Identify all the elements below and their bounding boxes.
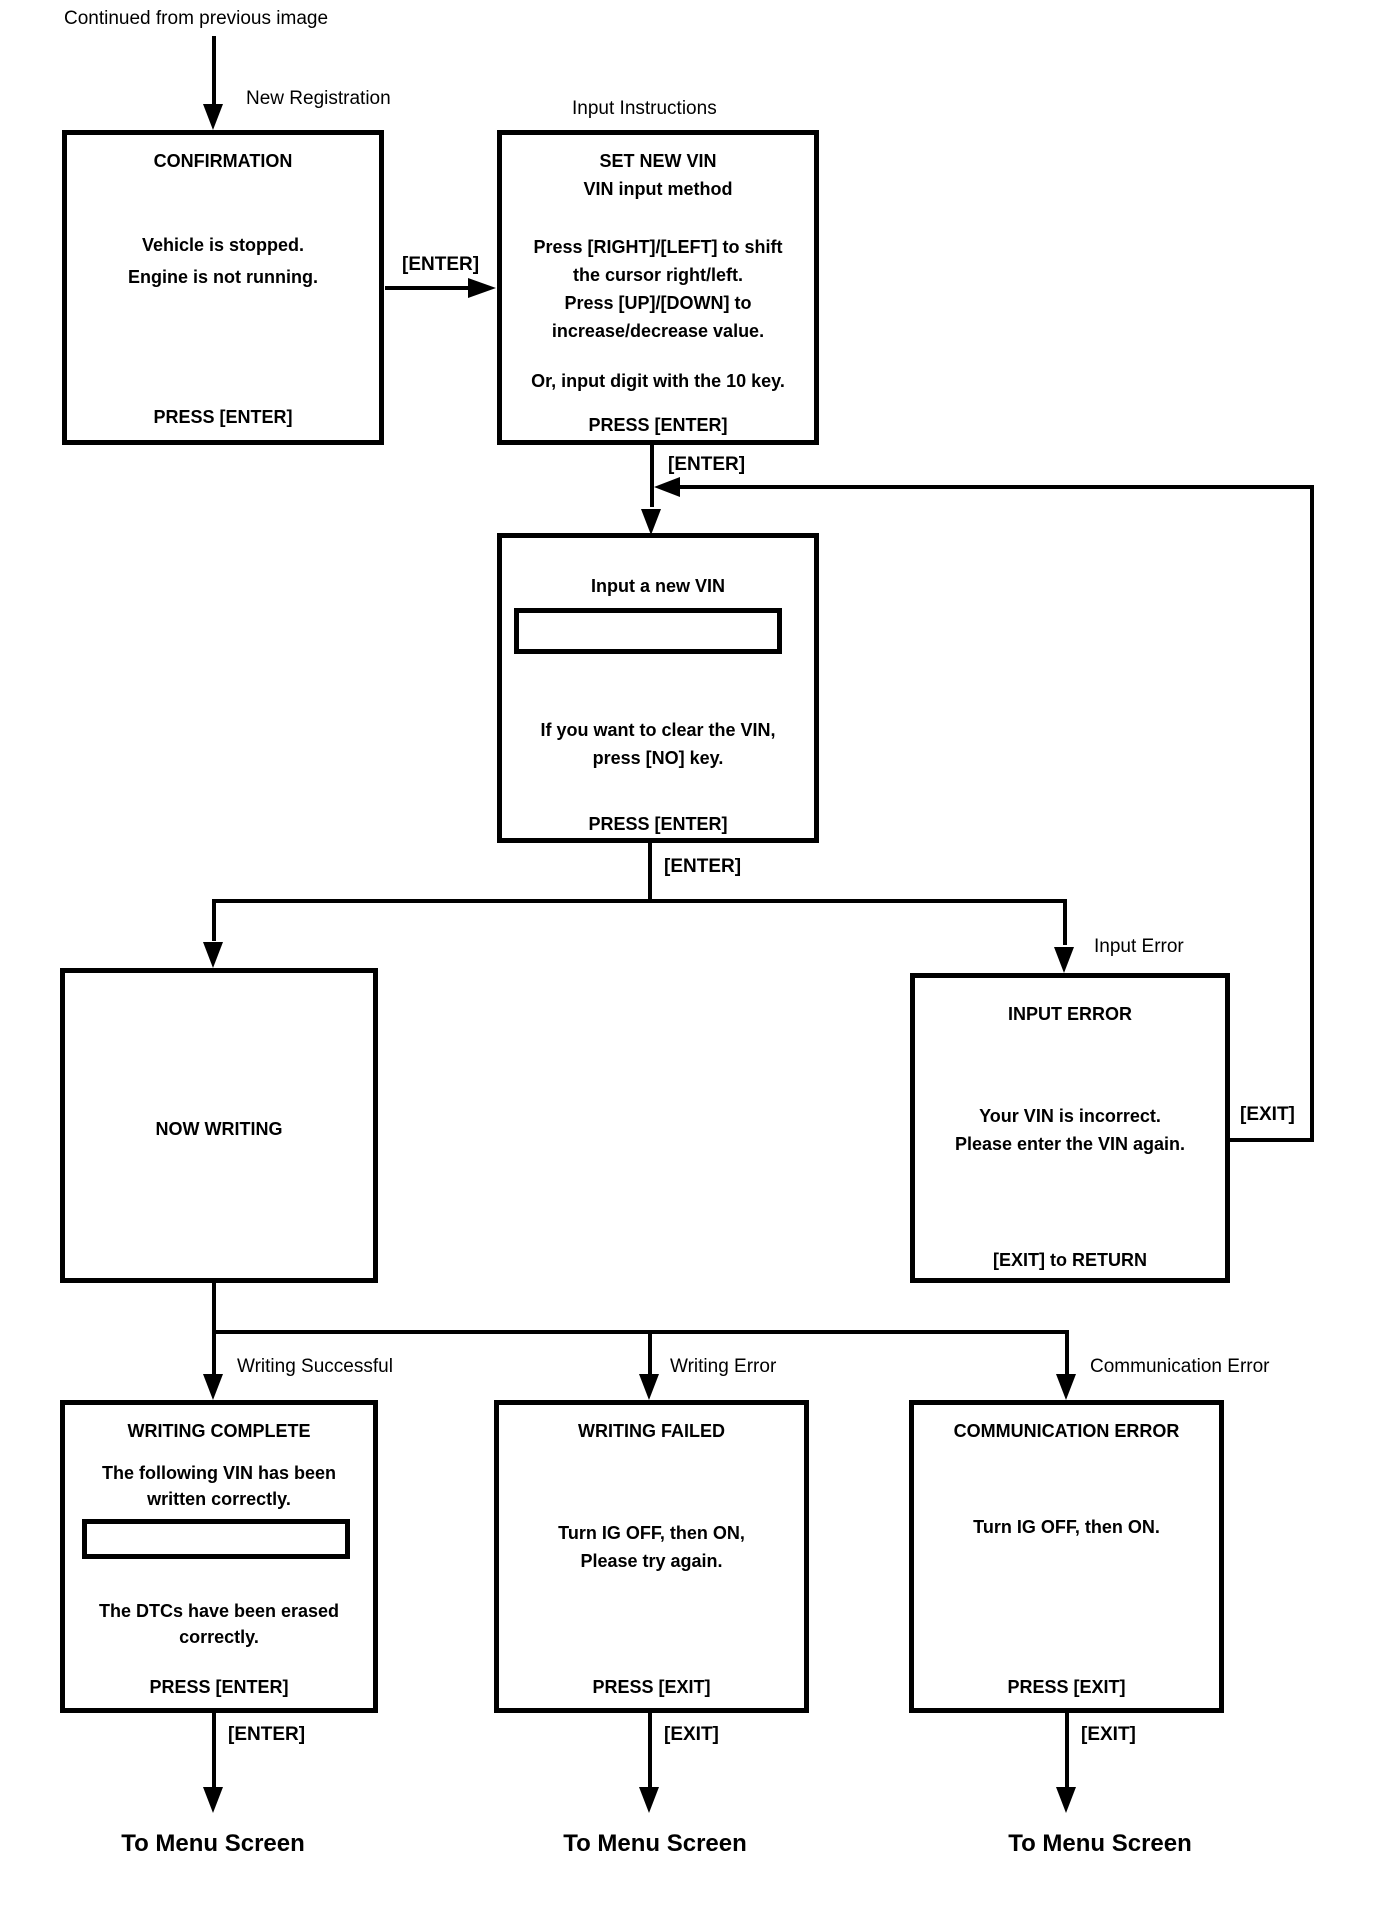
node-communication-error-title: COMMUNICATION ERROR [953,1421,1180,1441]
connector-loop-vertical [1310,485,1314,1142]
node-writing-failed-line: Please try again. [580,1551,723,1571]
connector-instructions-down [650,445,654,507]
node-set-new-vin-line: the cursor right/left. [572,265,743,285]
node-input-vin-title: Input a new VIN [590,576,725,596]
node-input-vin-footer: PRESS [ENTER] [588,814,728,834]
connector-failed-exit [648,1713,652,1789]
node-writing-failed-footer: PRESS [EXIT] [592,1677,711,1697]
connector-loop-top [678,485,1313,489]
node-writing-complete-line: The following VIN has been [101,1463,337,1483]
edge-label-enter-instructions: [ENTER] [668,454,746,475]
node-writing-complete-line: correctly. [179,1627,259,1647]
arrowhead-down-icon [641,509,661,535]
node-writing-complete-line: written correctly. [147,1489,291,1509]
exit-label-menu-2: To Menu Screen [563,1830,747,1857]
node-writing-failed-title: WRITING FAILED [578,1421,725,1441]
node-confirmation-footer: PRESS [ENTER] [153,407,293,427]
connector-to-complete [212,1330,216,1374]
connector-to-input-error [1063,899,1067,945]
connector-to-failed [648,1330,652,1374]
arrowhead-down-icon [1056,1374,1076,1400]
node-confirmation-title: CONFIRMATION [153,151,293,171]
node-input-error: INPUT ERROR Your VIN is incorrect. Pleas… [910,973,1230,1283]
node-set-new-vin-footer: PRESS [ENTER] [588,415,728,435]
node-writing-complete-line: The DTCs have been erased [98,1601,340,1621]
connector-entry [212,36,216,106]
node-writing-complete-title: WRITING COMPLETE [127,1421,311,1441]
node-writing-complete-footer: PRESS [ENTER] [149,1677,289,1697]
edge-label-enter-complete: [ENTER] [228,1724,306,1745]
edge-label-enter-confirm: [ENTER] [402,254,480,275]
node-input-error-title: INPUT ERROR [1007,1004,1132,1024]
arrowhead-entry-icon [203,104,223,130]
tag-writing-successful: Writing Successful [237,1356,393,1377]
connector-inputvin-down [648,843,652,901]
arrowhead-down-icon [1054,947,1074,973]
arrowhead-down-icon [203,942,223,968]
tag-input-error: Input Error [1094,936,1184,957]
tag-input-instructions: Input Instructions [572,98,717,119]
arrowhead-left-icon [654,477,680,497]
node-communication-error-line: Turn IG OFF, then ON. [973,1517,1160,1537]
node-confirmation-line: Engine is not running. [128,267,318,287]
vin-display-field [82,1519,350,1559]
node-set-new-vin-line: increase/decrease value. [551,321,765,341]
edge-label-exit-failed: [EXIT] [664,1724,719,1745]
arrowhead-down-icon [1056,1787,1076,1813]
arrowhead-down-icon [639,1374,659,1400]
node-confirmation-line: Vehicle is stopped. [141,235,305,255]
exit-label-menu-1: To Menu Screen [121,1830,305,1857]
node-now-writing: NOW WRITING [60,968,378,1283]
node-set-new-vin-line: Or, input digit with the 10 key. [531,371,785,391]
connector-loop-bottom [1230,1138,1314,1142]
exit-label-menu-3: To Menu Screen [1008,1830,1192,1857]
arrowhead-down-icon [639,1787,659,1813]
connector-branch-2 [212,1330,1069,1334]
tag-communication-error: Communication Error [1090,1356,1270,1377]
node-communication-error: COMMUNICATION ERROR Turn IG OFF, then ON… [909,1400,1224,1713]
vin-input-field [514,608,782,654]
edge-label-exit-loop: [EXIT] [1240,1104,1295,1125]
arrowhead-down-icon [203,1787,223,1813]
node-set-new-vin-subtitle: VIN input method [583,179,733,199]
node-writing-complete: WRITING COMPLETE The following VIN has b… [60,1400,378,1713]
node-set-new-vin-title: SET NEW VIN [599,151,717,171]
arrowhead-right-icon [468,278,496,298]
tag-writing-error: Writing Error [670,1356,777,1377]
edge-label-enter-input-vin: [ENTER] [664,856,742,877]
continued-from-label: Continued from previous image [64,8,329,29]
node-writing-failed-line: Turn IG OFF, then ON, [558,1523,745,1543]
node-writing-failed: WRITING FAILED Turn IG OFF, then ON, Ple… [494,1400,809,1713]
connector-to-comm-error [1065,1330,1069,1374]
tag-new-registration: New Registration [246,88,391,109]
node-input-vin-line: If you want to clear the VIN, [540,720,776,740]
connector-branch-1 [212,899,1067,903]
node-input-vin: Input a new VIN If you want to clear the… [497,533,819,843]
connector-confirm-to-instructions [385,286,470,290]
node-set-new-vin-line: Press [UP]/[DOWN] to [564,293,752,313]
node-now-writing-title: NOW WRITING [155,1119,283,1139]
node-communication-error-footer: PRESS [EXIT] [1007,1677,1126,1697]
node-confirmation: CONFIRMATION Vehicle is stopped. Engine … [62,130,384,445]
node-set-new-vin-line: Press [RIGHT]/[LEFT] to shift [533,237,783,257]
arrowhead-down-icon [203,1374,223,1400]
connector-nowwriting-down [212,1283,216,1332]
connector-complete-exit [212,1713,216,1789]
node-input-error-line: Please enter the VIN again. [954,1134,1186,1154]
node-input-error-footer: [EXIT] to RETURN [993,1250,1147,1270]
node-input-vin-line: press [NO] key. [592,748,724,768]
node-set-new-vin: SET NEW VIN VIN input method Press [RIGH… [497,130,819,445]
edge-label-exit-comm: [EXIT] [1081,1724,1136,1745]
connector-to-now-writing [212,899,216,941]
node-input-error-line: Your VIN is incorrect. [979,1106,1161,1126]
connector-comm-exit [1065,1713,1069,1789]
